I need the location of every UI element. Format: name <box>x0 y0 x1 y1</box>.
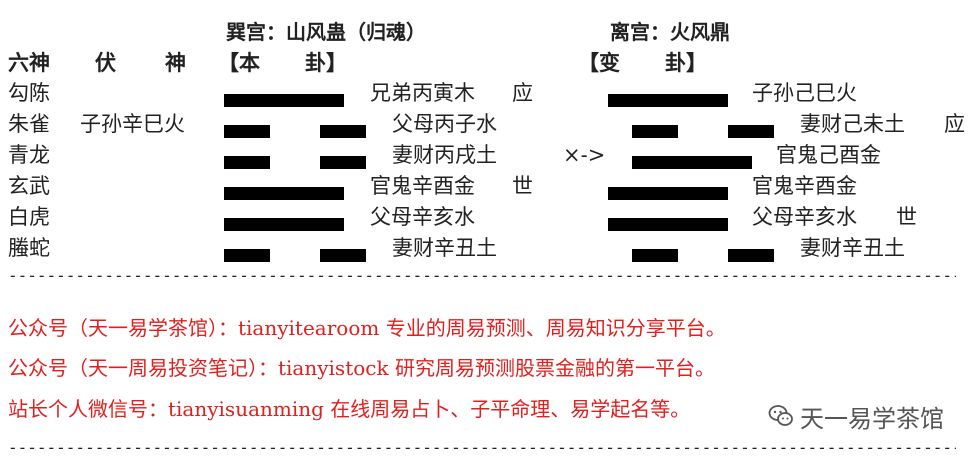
bian-yao-text-5: 父母辛亥水 <box>752 205 857 229</box>
liu-shen-2: 朱雀 <box>8 112 50 136</box>
ben-mark-1: 应 <box>512 81 533 105</box>
ben-gua-title: 巽宫：山风蛊（归魂） <box>226 20 426 44</box>
header-shen: 神 <box>165 50 186 75</box>
fu-shen-2: 子孙辛巳火 <box>80 112 185 136</box>
header-liu-shen: 六神 <box>8 50 50 75</box>
ben-yao-text-2: 父母丙子水 <box>392 112 497 136</box>
ben-yao-text-6: 妻财辛丑土 <box>392 236 497 260</box>
bian-line-6-yin-right <box>728 249 774 262</box>
promo-line-1: 公众号（天一易学茶馆）：tianyitearoom 专业的周易预测、周易知识分享… <box>8 316 726 340</box>
watermark: 天一易学茶馆 <box>768 401 944 433</box>
promo-line-2: 公众号（天一周易投资笔记）：tianyistock 研究周易预测股票金融的第一平… <box>8 356 715 380</box>
separator-top: ----------------------------------------… <box>8 268 956 284</box>
ben-line-6-yin-right <box>320 249 366 262</box>
bian-line-2-yin-left <box>632 125 678 138</box>
ben-yao-text-5: 父母辛亥水 <box>370 205 475 229</box>
ben-line-4-yang <box>224 187 344 200</box>
bian-line-1-yang <box>608 94 728 107</box>
ben-mark-4: 世 <box>512 174 533 198</box>
bian-line-4-yang <box>608 187 728 200</box>
header-ben-open: 【本 <box>218 50 260 75</box>
bian-yao-text-4: 官鬼辛酉金 <box>752 174 857 198</box>
watermark-text: 天一易学茶馆 <box>800 404 944 433</box>
ben-line-2-yin-left <box>224 125 270 138</box>
liu-shen-4: 玄武 <box>8 174 50 198</box>
liu-shen-6: 螣蛇 <box>8 236 50 260</box>
header-ben-close: 卦】 <box>305 50 347 75</box>
promo-line-3: 站长个人微信号：tianyisuanming 在线周易占卜、子平命理、易学起名等… <box>8 397 691 421</box>
bian-line-5-yang <box>608 218 728 231</box>
ben-yao-text-1: 兄弟丙寅木 <box>370 81 475 105</box>
ben-line-2-yin-right <box>320 125 366 138</box>
change-marker-3: ×-> <box>563 143 606 167</box>
ben-line-5-yang <box>224 218 344 231</box>
wechat-icon <box>768 405 793 426</box>
bian-gua-title: 离宫：火风鼎 <box>610 20 730 44</box>
header-fu: 伏 <box>95 50 116 75</box>
ben-line-1-yang <box>224 94 344 107</box>
ben-line-6-yin-left <box>224 249 270 262</box>
bian-line-2-yin-right <box>728 125 774 138</box>
bian-yao-text-1: 子孙己巳火 <box>752 81 857 105</box>
bian-yao-text-2: 妻财己未土 <box>800 112 905 136</box>
separator-bottom: ----------------------------------------… <box>8 440 956 456</box>
bian-line-3-yang <box>632 156 752 169</box>
liu-shen-5: 白虎 <box>8 205 50 229</box>
bian-mark-2: 应 <box>944 112 965 136</box>
liu-shen-3: 青龙 <box>8 143 50 167</box>
header-bian-close: 卦】 <box>665 50 707 75</box>
bian-line-6-yin-left <box>632 249 678 262</box>
bian-yao-text-3: 官鬼己酉金 <box>776 143 881 167</box>
ben-yao-text-4: 官鬼辛酉金 <box>370 174 475 198</box>
ben-line-3-yin-right <box>320 156 366 169</box>
ben-line-3-yin-left <box>224 156 270 169</box>
header-bian-open: 【变 <box>578 50 620 75</box>
bian-yao-text-6: 妻财辛丑土 <box>800 236 905 260</box>
ben-yao-text-3: 妻财丙戌土 <box>392 143 497 167</box>
bian-mark-5: 世 <box>896 205 917 229</box>
liu-shen-1: 勾陈 <box>8 81 50 105</box>
